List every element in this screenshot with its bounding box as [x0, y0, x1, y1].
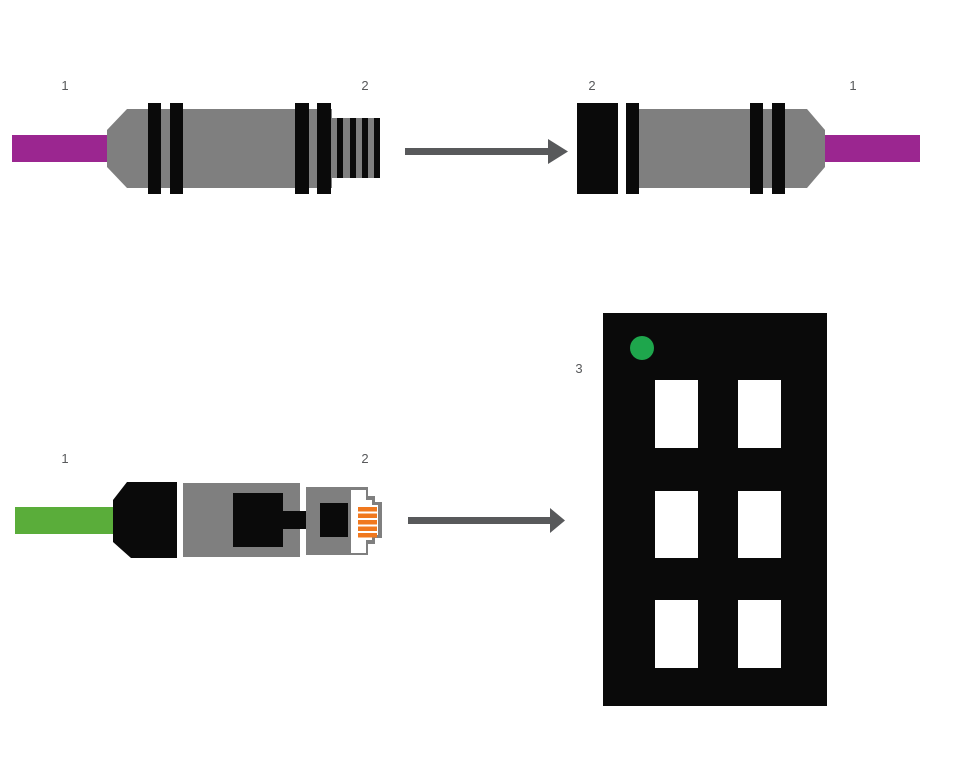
rj45-contact [358, 526, 377, 531]
grip-ring [772, 103, 785, 194]
arrow-right-icon [408, 508, 565, 533]
thread-groove [374, 118, 380, 178]
rj45-contact [358, 513, 377, 518]
thread-groove [362, 118, 368, 178]
status-led [630, 336, 654, 360]
m12-connector-left: 1 2 [12, 78, 380, 194]
locking-ring [626, 103, 639, 194]
socket-block [577, 103, 618, 194]
label-panel: 3 [575, 361, 582, 376]
label-top-left-tip: 2 [361, 78, 368, 93]
panel-port [655, 491, 698, 558]
locking-ring [317, 103, 331, 194]
label-bottom-tip: 2 [361, 451, 368, 466]
label-top-right-cable: 1 [849, 78, 856, 93]
connector-body [107, 109, 332, 188]
rj45-contact [358, 533, 377, 538]
rj45-contact [358, 507, 377, 512]
label-bottom-cable: 1 [61, 451, 68, 466]
arrow-head [550, 508, 565, 533]
thread-groove [350, 118, 356, 178]
panel-port [738, 600, 781, 668]
label-top-left-cable: 1 [61, 78, 68, 93]
grip-ring [148, 103, 161, 194]
purple-cable-right [825, 135, 920, 162]
arrow-right-icon [405, 139, 568, 164]
label-top-right-tip: 2 [588, 78, 595, 93]
purple-cable-left [12, 135, 110, 162]
panel-port [738, 491, 781, 558]
cable-boot [113, 482, 177, 558]
arrow-shaft [405, 148, 550, 155]
locking-ring [295, 103, 309, 194]
rj45-contact [358, 520, 377, 525]
arrow-head [548, 139, 568, 164]
port-panel: 3 [575, 313, 827, 706]
rj45-plug-insert [320, 503, 348, 537]
arrow-shaft [408, 517, 550, 524]
panel-faceplate [603, 313, 827, 706]
connector-body [639, 109, 825, 188]
grip-ring [750, 103, 763, 194]
rj45-connector: 1 2 [15, 451, 382, 558]
m12-connector-right: 2 1 [577, 78, 920, 194]
grip-ring [170, 103, 183, 194]
thread-groove [337, 118, 343, 178]
panel-port [655, 600, 698, 668]
panel-port [655, 380, 698, 448]
housing-insert [233, 493, 283, 547]
panel-port [738, 380, 781, 448]
green-cable [15, 507, 115, 534]
